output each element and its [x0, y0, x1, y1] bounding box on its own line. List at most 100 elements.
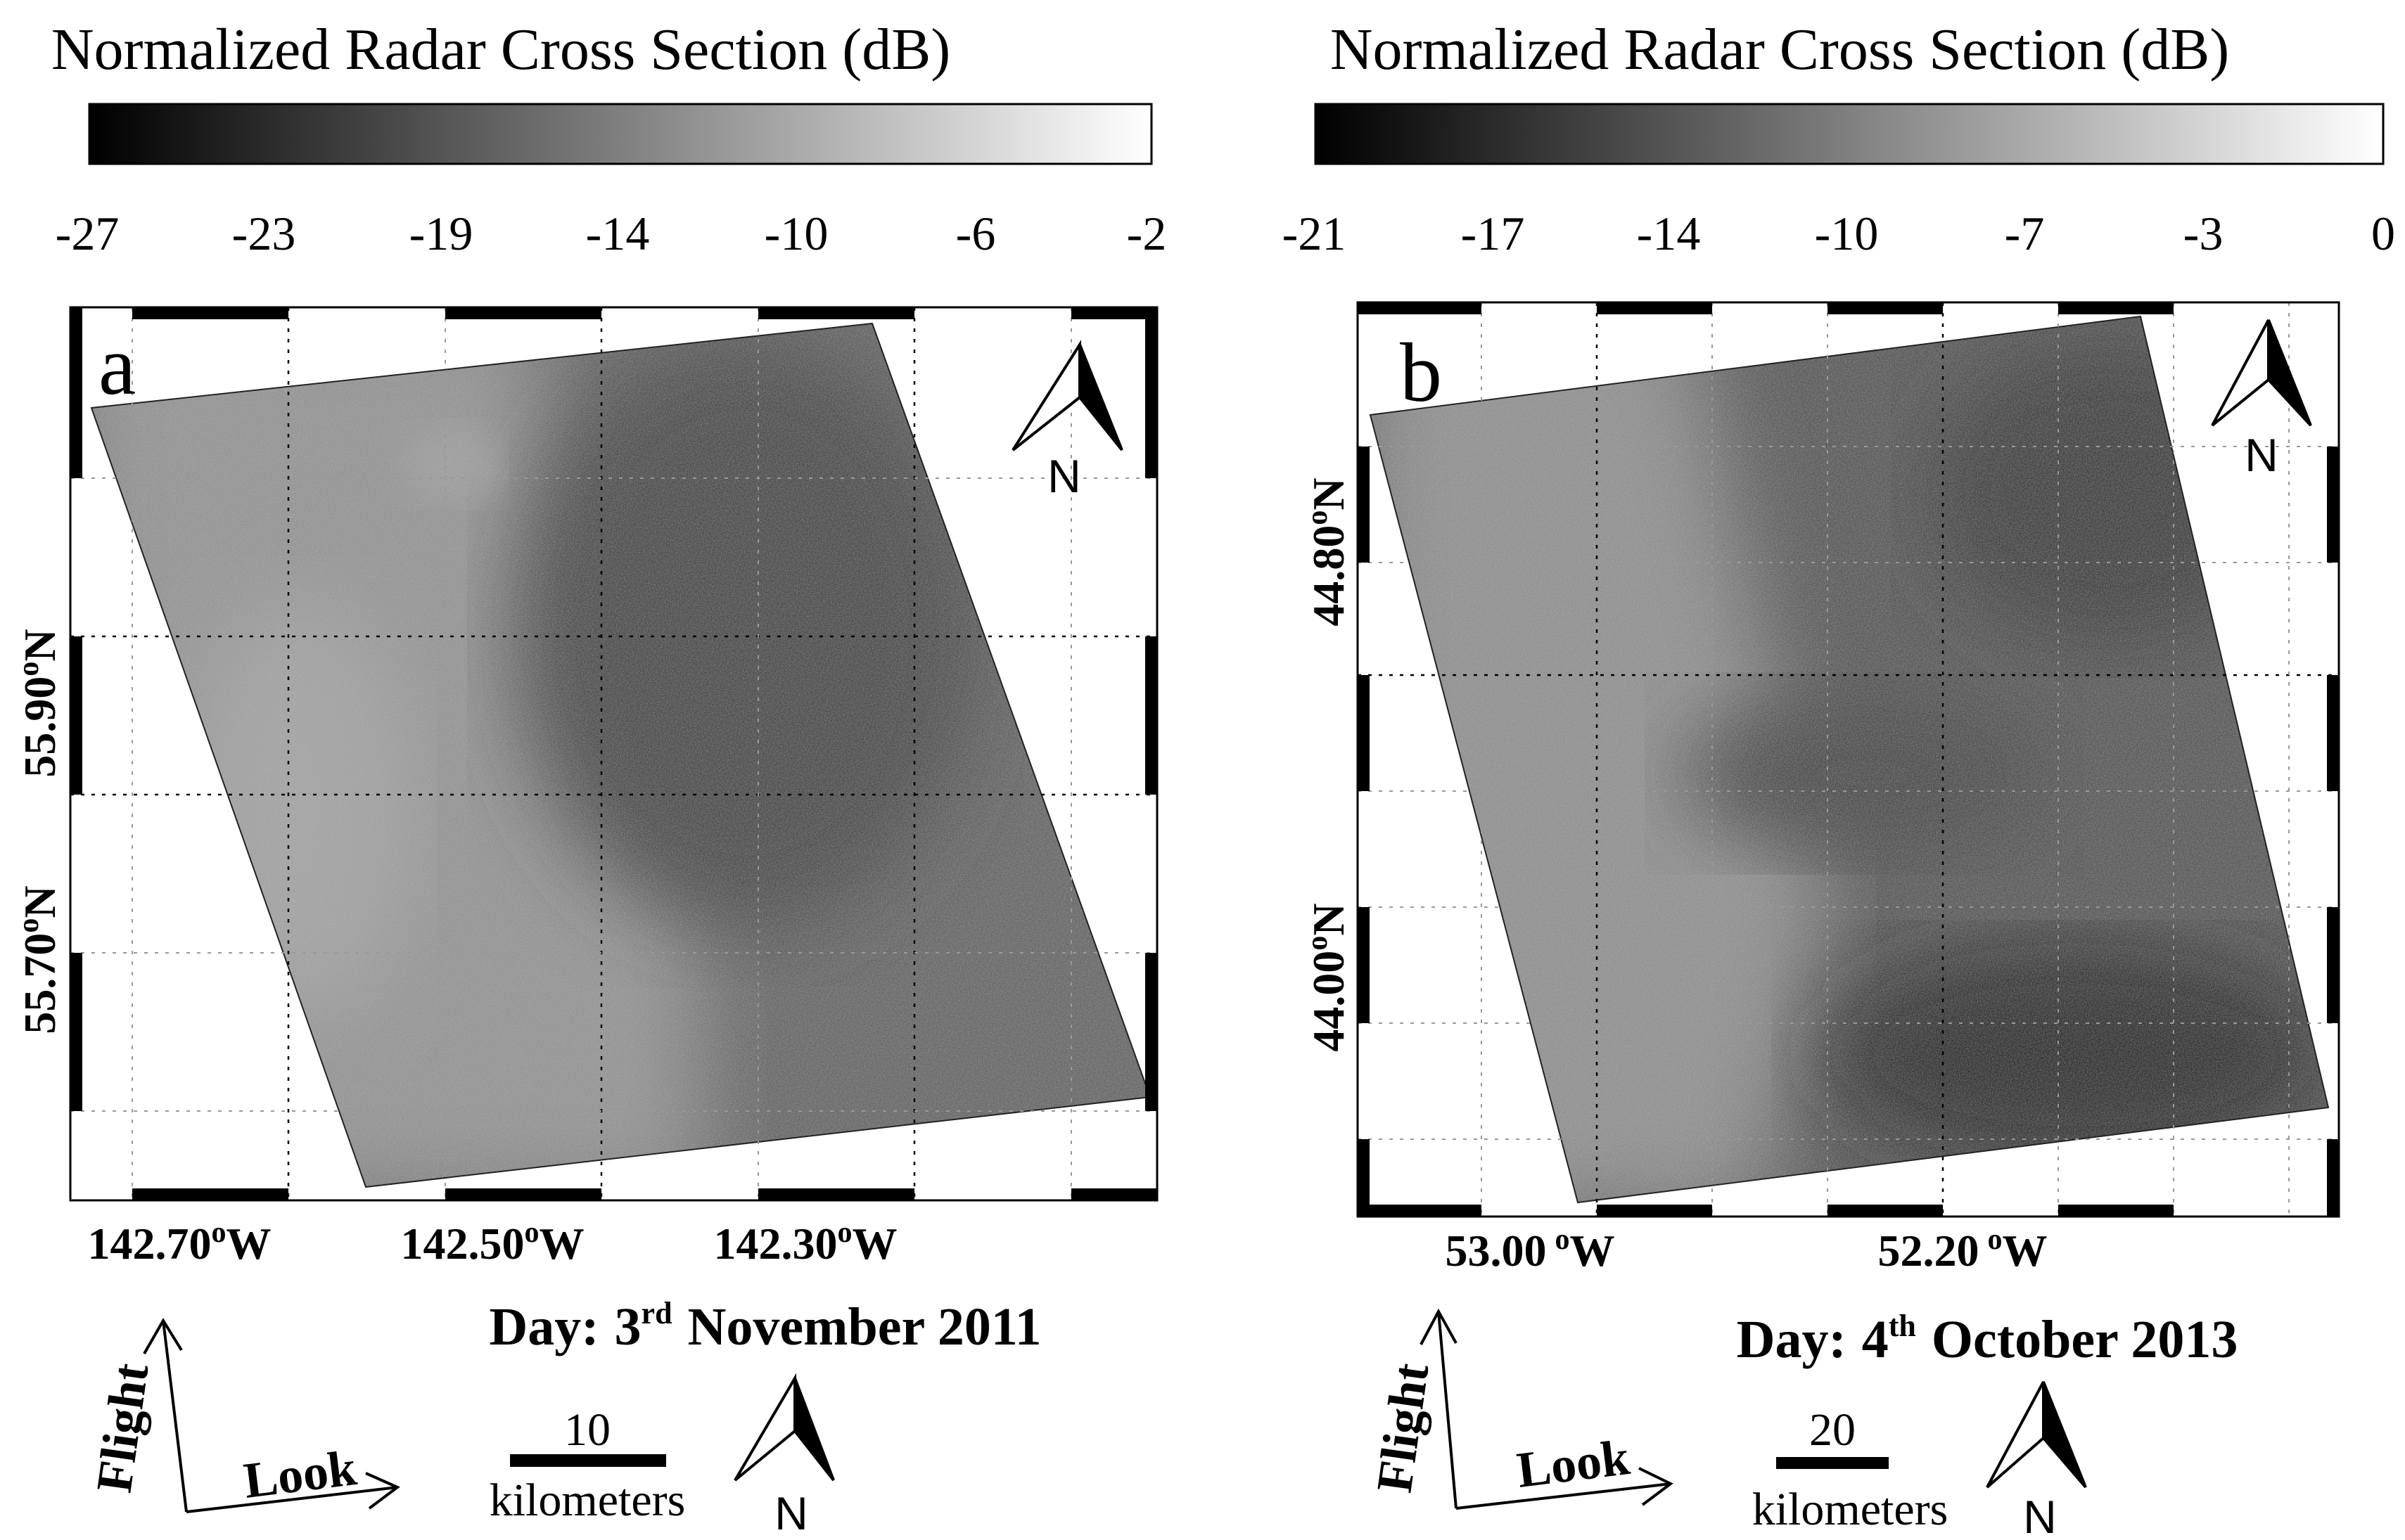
colorbar-a-tick: -6: [956, 207, 996, 260]
panel-a: Normalized Radar Cross Section (dB) -27 …: [13, 17, 1166, 1539]
lat-label-b-2: 44.00oN: [1301, 903, 1353, 1051]
graticule-b: [1358, 302, 2339, 1217]
degree-mark: o: [13, 662, 45, 676]
north-label: N: [2245, 429, 2278, 481]
degree-mark: o: [212, 1217, 227, 1249]
colorbar-b-tick: -3: [2183, 207, 2224, 260]
degree-mark: o: [1301, 936, 1334, 951]
flight-look-arrows-b: [1420, 1308, 1673, 1510]
lat-hemi: N: [1303, 903, 1353, 935]
north-label: N: [1047, 450, 1081, 502]
colorbar-a-tick: -27: [56, 207, 120, 260]
lon-hemi: W: [2003, 1226, 2048, 1276]
look-label: Look: [241, 1439, 359, 1509]
date-suffix: rd: [642, 1296, 672, 1330]
date-day: 4: [1862, 1310, 1889, 1369]
look-arrow-icon: [186, 1486, 398, 1513]
degree-mark: o: [1988, 1224, 2003, 1256]
colorbar-a-ticks: -27 -23 -19 -14 -10 -6 -2: [56, 207, 1167, 260]
lon-hemi: W: [227, 1219, 272, 1269]
north-label: N: [774, 1487, 808, 1539]
degree-mark: o: [1555, 1224, 1570, 1256]
colorbar-a-tick: -10: [765, 207, 829, 260]
frame-bars-a: [70, 307, 1157, 1200]
lat-value: 55.70: [15, 933, 65, 1034]
lat-hemi: N: [1303, 477, 1353, 510]
colorbar-a-tick: -19: [409, 207, 473, 260]
scale-unit-b: kilometers: [1752, 1484, 1948, 1535]
date-day: 3: [615, 1297, 642, 1356]
svg-text:44.00oN: 44.00oN: [1301, 903, 1353, 1051]
colorbar-b-tick: -7: [2005, 207, 2045, 260]
lon-value: 142.50: [401, 1219, 525, 1269]
colorbar-b-tick: -21: [1282, 207, 1346, 260]
flight-look-arrows-a: [143, 1318, 400, 1513]
colorbar-b: [1314, 103, 2385, 165]
scale-unit-a: kilometers: [490, 1475, 686, 1526]
colorbar-a-tick: -23: [232, 207, 296, 260]
colorbar-b-title: Normalized Radar Cross Section (dB): [1330, 17, 2229, 82]
north-label: N: [2023, 1491, 2057, 1540]
degree-mark: o: [1301, 511, 1334, 525]
colorbar-b-tick: -14: [1637, 207, 1701, 260]
flight-arrow-icon: [1437, 1311, 1457, 1509]
look-label: Look: [1514, 1429, 1633, 1499]
lon-value: 142.70: [88, 1219, 212, 1269]
colorbar-b-ticks: -21 -17 -14 -10 -7 -3 0: [1282, 207, 2395, 260]
lon-value: 52.20: [1878, 1226, 1979, 1276]
north-arrow-icon: N: [1986, 1381, 2087, 1540]
scale-bar-b: [1776, 1457, 1889, 1469]
flight-arrow-icon: [162, 1320, 188, 1513]
grid-minor-b: [1358, 302, 2339, 1217]
look-arrow-icon: [1455, 1482, 1671, 1510]
date-suffix: th: [1889, 1309, 1916, 1343]
lon-label-a-2: 142.50oW: [401, 1217, 585, 1269]
sar-image-b: [1369, 315, 2330, 1204]
lon-hemi: W: [1570, 1226, 1615, 1276]
panel-label-a: a: [98, 319, 136, 412]
north-arrow-icon: N: [2211, 319, 2312, 481]
lat-label-a-2: 55.70oN: [13, 885, 65, 1034]
colorbar-a-tick: -14: [586, 207, 650, 260]
degree-mark: o: [13, 918, 45, 933]
svg-text:44.80oN: 44.80oN: [1301, 477, 1353, 626]
lon-value: 53.00: [1446, 1226, 1547, 1276]
lon-label-a-1: 142.70oW: [88, 1217, 272, 1269]
lon-label-a-3: 142.30oW: [714, 1217, 898, 1269]
lat-label-a-1: 55.90oN: [13, 629, 65, 777]
date-rest: November 2011: [688, 1297, 1042, 1356]
colorbar-b-tick: -10: [1815, 207, 1879, 260]
flight-label: Flight: [1366, 1360, 1440, 1496]
lon-label-b-2: 52.20 oW: [1878, 1224, 2048, 1276]
lat-value: 44.80: [1303, 525, 1353, 627]
graticule-a: [70, 307, 1157, 1200]
colorbar-a-tick: -2: [1127, 207, 1167, 260]
date-rest: October 2013: [1932, 1310, 2238, 1369]
north-arrow-icon: N: [1012, 340, 1123, 502]
scale-bar-a: [510, 1454, 666, 1467]
lon-hemi: W: [853, 1219, 898, 1269]
svg-text:55.70oN: 55.70oN: [13, 885, 65, 1034]
colorbar-b-tick: 0: [2371, 207, 2395, 260]
lat-value: 44.00: [1303, 951, 1353, 1052]
grid-minor-a: [70, 307, 1157, 1200]
colorbar-b-tick: -17: [1461, 207, 1525, 260]
lat-value: 55.90: [15, 676, 65, 778]
lon-hemi: W: [540, 1219, 585, 1269]
lat-label-b-1: 44.80oN: [1301, 477, 1353, 626]
frame-bars-b: [1358, 302, 2339, 1217]
scale-value-a: 10: [564, 1404, 611, 1456]
lat-hemi: N: [15, 885, 65, 918]
panel-label-b: b: [1400, 326, 1442, 419]
date-prefix: Day:: [1737, 1310, 1846, 1369]
north-arrow-icon: N: [734, 1373, 835, 1539]
svg-text:55.90oN: 55.90oN: [13, 629, 65, 777]
date-label-b: Day: 4th October 2013: [1737, 1309, 2238, 1369]
degree-mark: o: [838, 1217, 853, 1249]
colorbar-a-title: Normalized Radar Cross Section (dB): [51, 17, 950, 82]
degree-mark: o: [525, 1217, 540, 1249]
lon-value: 142.30: [714, 1219, 838, 1269]
